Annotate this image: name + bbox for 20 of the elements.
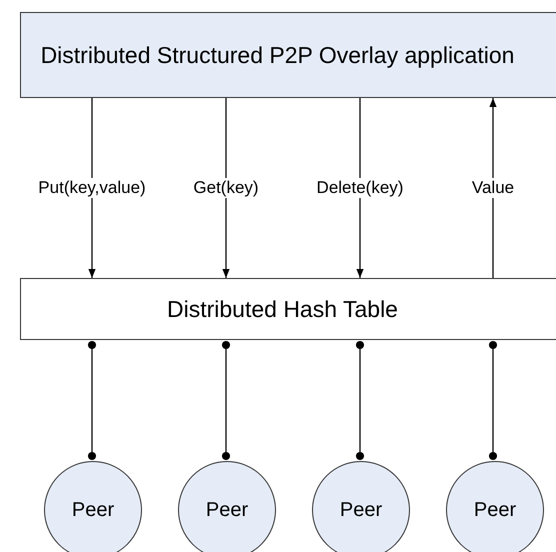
connector-line — [88, 340, 96, 460]
layer-box — [20, 278, 556, 340]
connector-line — [356, 340, 364, 460]
node-label: Peer — [474, 498, 516, 522]
node-label: Peer — [340, 498, 382, 522]
node-label: Distributed Structured P2P Overlay application — [40, 40, 514, 70]
connector-line — [222, 340, 230, 460]
edge-label: Put(key,value) — [37, 178, 147, 198]
edge-label: Delete(key) — [316, 178, 404, 198]
connector-line — [488, 340, 498, 460]
node-label: Peer — [72, 498, 114, 522]
layer-box — [20, 12, 556, 98]
node-label: Distributed Hash Table — [167, 294, 398, 324]
edge-label: Value — [470, 178, 516, 198]
arrow — [88, 98, 96, 278]
node-label: Peer — [206, 498, 248, 522]
arrow — [356, 98, 364, 278]
arrow — [222, 98, 230, 278]
arrow — [489, 98, 497, 278]
edge-label: Get(key) — [192, 178, 260, 198]
